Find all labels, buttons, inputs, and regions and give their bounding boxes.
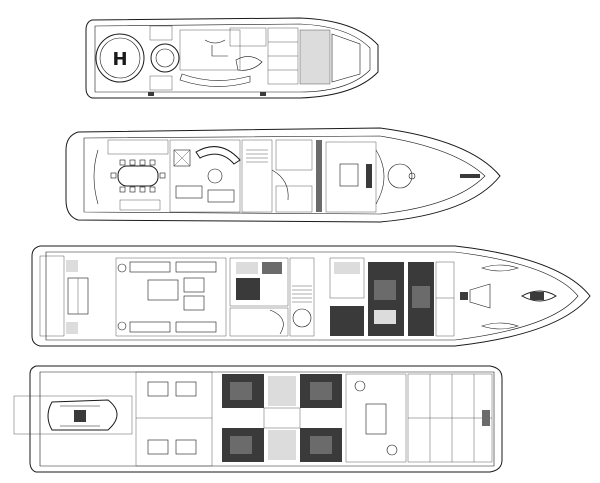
sun-deck: H: [85, 17, 379, 99]
sun-deck-sofa: [179, 73, 251, 87]
master-suite: [229, 257, 289, 307]
main-stairs: [292, 285, 312, 303]
tender-3: [520, 290, 557, 302]
loungers: [235, 56, 263, 71]
sun-deck-bar: [300, 30, 330, 84]
main-cabin-port: [330, 306, 364, 336]
jacuzzi: [150, 43, 180, 73]
aft-deck: [39, 255, 65, 337]
helipad-circle: [95, 33, 145, 83]
tender-2: [481, 322, 519, 330]
bridge-salon: [169, 139, 241, 213]
bridge-foredeck: [387, 163, 413, 189]
dining-chairs: [110, 159, 166, 193]
crew-quarters: [345, 373, 407, 463]
bridge-deck-hull: [65, 127, 501, 223]
lower-deck: [13, 365, 503, 473]
tender-1: [481, 264, 519, 272]
main-salon: [115, 257, 227, 337]
wheelhouse: [325, 141, 377, 213]
main-deck: [31, 245, 591, 347]
sun-deck-hull: [85, 17, 379, 99]
lower-deck-hull: [29, 365, 503, 473]
engine-room: [135, 371, 213, 467]
dining-table: [117, 165, 159, 187]
salon-sofa: [195, 146, 241, 165]
bridge-stairs: [246, 149, 268, 163]
helipad-mark: H: [112, 49, 127, 70]
main-deck-hull: [31, 245, 591, 347]
garage-tender: [47, 399, 118, 431]
bridge-deck: [65, 127, 501, 223]
tender-garage: [13, 395, 133, 435]
